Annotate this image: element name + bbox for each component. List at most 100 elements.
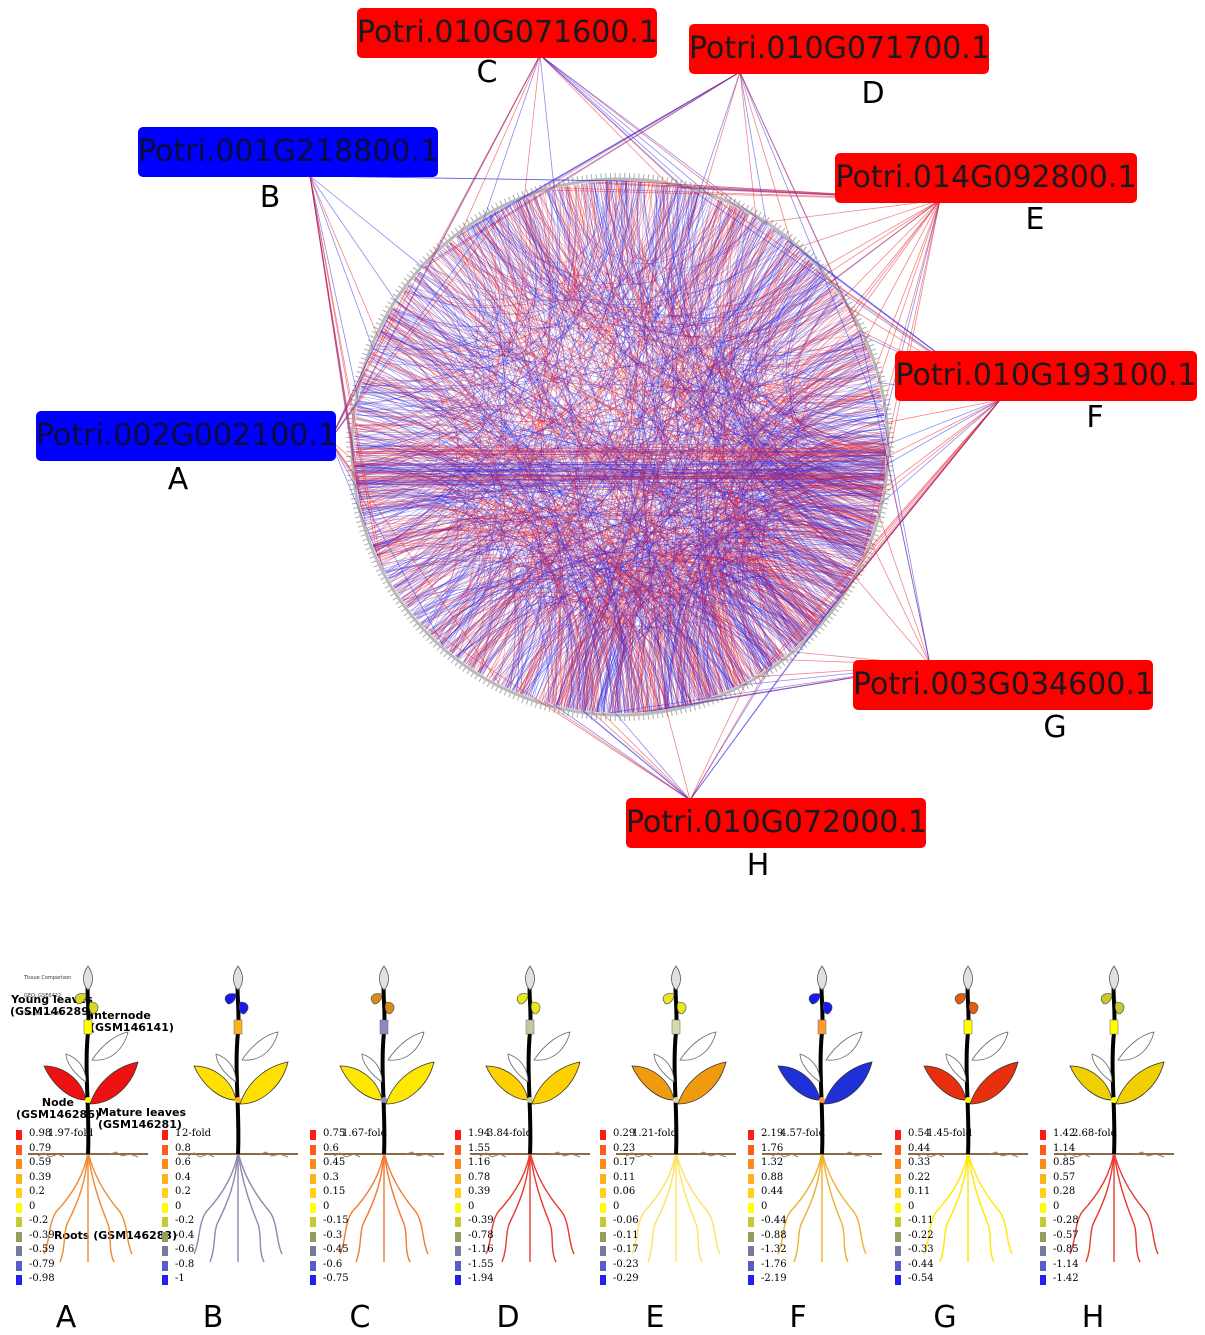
young-leaf-right xyxy=(89,1002,98,1014)
legend-value: 0.39 xyxy=(468,1186,490,1197)
node-marker xyxy=(527,1097,533,1103)
legend-value: 0 xyxy=(761,1201,767,1212)
upper-leaf-right xyxy=(680,1032,716,1060)
apex-leaf xyxy=(672,966,681,990)
legend-swatch xyxy=(16,1130,22,1140)
young-leaf-right xyxy=(677,1002,686,1014)
legend-value: -0.06 xyxy=(613,1215,639,1226)
internode xyxy=(84,1020,92,1034)
legend-value: -0.33 xyxy=(908,1244,934,1255)
legend-value: -1.14 xyxy=(1053,1259,1079,1270)
legend-value: -0.88 xyxy=(761,1230,787,1241)
legend-row: 0.78 xyxy=(455,1172,535,1187)
legend-swatch xyxy=(455,1188,461,1198)
legend-row: -0.45 xyxy=(310,1244,390,1259)
panel-letter: E xyxy=(635,1300,675,1335)
gene-box-g[interactable]: Potri.003G034600.1 xyxy=(853,660,1153,710)
gene-box-b[interactable]: Potri.001G218800.1 xyxy=(138,127,438,177)
legend-value: 1.14 xyxy=(1053,1143,1075,1154)
legend-row: -1.94 xyxy=(455,1273,535,1288)
gene-letter-f: F xyxy=(1075,400,1115,435)
legend-value: -0.23 xyxy=(613,1259,639,1270)
legend-swatch xyxy=(748,1261,754,1271)
gene-box-d[interactable]: Potri.010G071700.1 xyxy=(689,24,989,74)
legend-row: -1.42 xyxy=(1040,1273,1120,1288)
node-leaf-right xyxy=(970,1062,1018,1104)
legend-value: -0.78 xyxy=(468,1230,494,1241)
legend-value: -0.3 xyxy=(323,1230,342,1241)
legend-value: 0.22 xyxy=(908,1172,930,1183)
gene-edge xyxy=(524,55,540,199)
young-leaf-left xyxy=(75,994,86,1004)
legend-swatch xyxy=(162,1130,168,1140)
legend-value: 1.55 xyxy=(468,1143,490,1154)
gene-box-a[interactable]: Potri.002G002100.1 xyxy=(36,411,336,461)
gene-edge xyxy=(763,200,940,223)
gene-edge xyxy=(740,72,756,218)
legend-row: -0.17 xyxy=(600,1244,680,1259)
fold-change-label: 1.97-fold xyxy=(48,1128,93,1139)
gene-edge xyxy=(602,712,691,800)
legend-row: 1.76 xyxy=(748,1143,828,1158)
legend-row: 0 xyxy=(1040,1201,1120,1216)
node-marker xyxy=(673,1097,679,1103)
legend-row: 0.23 xyxy=(600,1143,680,1158)
upper-leaf-right xyxy=(388,1032,424,1060)
legend-value: -0.85 xyxy=(1053,1244,1079,1255)
gene-box-c[interactable]: Potri.010G071600.1 xyxy=(357,8,657,58)
legend-row: -1 xyxy=(162,1273,242,1288)
legend-row: 0 xyxy=(748,1201,828,1216)
gene-box-h[interactable]: Potri.010G072000.1 xyxy=(626,798,926,848)
legend-row: 0 xyxy=(455,1201,535,1216)
legend-swatch xyxy=(895,1203,901,1213)
gene-edge xyxy=(819,200,940,270)
gene-letter-c: C xyxy=(467,55,507,90)
young-leaf-left xyxy=(1101,994,1112,1004)
gene-letter-h: H xyxy=(738,848,778,883)
legend-value: 1.32 xyxy=(761,1157,783,1168)
legend-row: 0.28 xyxy=(1040,1186,1120,1201)
gene-edge xyxy=(853,575,930,665)
legend-swatch xyxy=(895,1217,901,1227)
gene-edge xyxy=(842,200,940,300)
legend-swatch xyxy=(455,1159,461,1169)
upper-leaf-right xyxy=(972,1032,1008,1060)
legend-value: 0.57 xyxy=(1053,1172,1075,1183)
legend-swatch xyxy=(600,1232,606,1242)
legend-value: -0.2 xyxy=(175,1215,194,1226)
legend-value: 0 xyxy=(29,1201,35,1212)
gene-box-e[interactable]: Potri.014G092800.1 xyxy=(835,153,1137,203)
legend-row: -0.59 xyxy=(16,1244,96,1259)
legend-row: -0.39 xyxy=(16,1230,96,1245)
stem xyxy=(821,972,823,1154)
gene-edge xyxy=(699,72,740,193)
node-marker xyxy=(85,1097,91,1103)
legend-row: -0.6 xyxy=(162,1244,242,1259)
legend-swatch xyxy=(162,1203,168,1213)
gene-edge xyxy=(553,705,690,801)
legend-swatch xyxy=(1040,1246,1046,1256)
legend-value: -1.42 xyxy=(1053,1273,1079,1284)
apex-leaf xyxy=(380,966,389,990)
legend-value: -0.54 xyxy=(908,1273,934,1284)
legend-row: 1.16 xyxy=(455,1157,535,1172)
legend-row: 0.57 xyxy=(1040,1172,1120,1187)
gene-edge xyxy=(310,176,362,513)
legend-swatch xyxy=(600,1246,606,1256)
fold-change-label: 2-fold xyxy=(182,1128,211,1139)
legend-swatch xyxy=(748,1232,754,1242)
legend-swatch xyxy=(1040,1145,1046,1155)
legend-value: 0.11 xyxy=(908,1186,930,1197)
fold-change-label: 3.84-fold xyxy=(487,1128,532,1139)
legend-row: 0.44 xyxy=(748,1186,828,1201)
legend-value: 0.85 xyxy=(1053,1157,1075,1168)
internode xyxy=(526,1020,534,1034)
legend-value: 0.4 xyxy=(175,1172,191,1183)
legend-value: 0 xyxy=(1053,1201,1059,1212)
legend-value: 0.44 xyxy=(761,1186,783,1197)
legend-swatch xyxy=(310,1174,316,1184)
legend-swatch xyxy=(748,1246,754,1256)
gene-box-f[interactable]: Potri.010G193100.1 xyxy=(895,351,1197,401)
